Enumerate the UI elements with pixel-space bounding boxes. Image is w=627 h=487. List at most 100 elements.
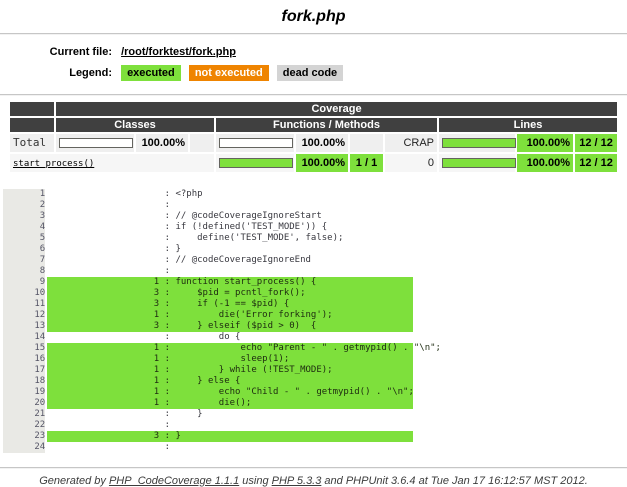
- legend-not-executed-badge: not executed: [188, 65, 269, 82]
- code-content-executed: 1 : die('Error forking');: [47, 309, 413, 321]
- line-number: 24: [3, 441, 48, 453]
- line-number: 8: [3, 265, 48, 277]
- code-line: 2 :: [3, 199, 413, 211]
- method-functions-percent: 100.00%: [296, 153, 348, 172]
- legend-executed-badge: executed: [121, 65, 181, 82]
- total-functions-num: [350, 133, 383, 152]
- group-classes: Classes: [56, 117, 214, 132]
- method-functions-num: 1 / 1: [350, 153, 383, 172]
- group-lines: Lines: [439, 117, 618, 132]
- divider-legend: [0, 93, 627, 96]
- line-number: 2: [3, 199, 48, 211]
- phpcodecoverage-link[interactable]: PHP_CodeCoverage 1.1.1: [108, 474, 240, 487]
- code-content: : <?php: [159, 188, 203, 199]
- total-classes-bar-cell: [56, 133, 134, 152]
- current-file-link[interactable]: /root/forktest/fork.php: [121, 46, 236, 59]
- classes-progress-bar: [59, 137, 133, 148]
- execution-count: 1: [153, 353, 160, 364]
- code-line: 24 :: [3, 441, 413, 453]
- total-label: Total: [10, 133, 54, 152]
- line-number: 14: [3, 331, 48, 343]
- code-content-executed: 3 : $pid = pcntl_fork();: [47, 287, 413, 299]
- functions-progress-bar: [219, 137, 293, 148]
- code-line: 6 : }: [3, 243, 413, 255]
- current-file-row: Current file: /root/forktest/fork.php: [0, 45, 627, 60]
- code-content-executed: 3 : } elseif ($pid > 0) {: [47, 320, 413, 332]
- legend-label: Legend:: [69, 67, 112, 80]
- line-number: 10: [3, 287, 48, 299]
- method-functions-bar-cell: [216, 153, 294, 172]
- divider-footer: [0, 466, 627, 469]
- code-line: 22 :: [3, 419, 413, 431]
- code-content-executed: 1 : } while (!TEST_MODE);: [47, 364, 413, 376]
- total-classes-percent: 100.00%: [136, 133, 188, 152]
- total-lines-percent: 100.00%: [517, 133, 573, 152]
- line-number: 11: [3, 298, 48, 310]
- method-functions-progress-bar: [219, 157, 293, 168]
- execution-count: 1: [153, 386, 160, 397]
- method-lines-num: 12 / 12: [575, 153, 618, 172]
- total-classes-num: [190, 133, 214, 152]
- line-number: 6: [3, 243, 48, 255]
- total-functions-percent: 100.00%: [296, 133, 348, 152]
- divider-top: [0, 33, 627, 35]
- method-link[interactable]: start_process(): [13, 159, 95, 170]
- php-version-link[interactable]: PHP 5.3.3: [271, 474, 322, 487]
- code-line: 1 : <?php: [3, 188, 413, 200]
- code-content: :: [159, 441, 176, 452]
- code-content: :: [159, 265, 176, 276]
- info-block: Current file: /root/forktest/fork.php Le…: [0, 35, 627, 94]
- total-row: Total 100.00% 100.00% CRAP 100.00% 12 / …: [10, 133, 618, 152]
- execution-count: 1: [153, 276, 160, 287]
- code-line: 3 : // @codeCoverageIgnoreStart: [3, 210, 413, 222]
- execution-count: 1: [153, 309, 160, 320]
- code-content-executed: 1 : echo "Parent - " . getmypid() . "\n"…: [47, 342, 441, 354]
- code-content-executed: 1 : } else {: [47, 375, 413, 387]
- code-line: 4 : if (!defined('TEST_MODE')) {: [3, 221, 413, 233]
- code-content-executed: 3 : }: [47, 430, 413, 442]
- coverage-header-row: Coverage: [10, 101, 618, 116]
- line-number: 7: [3, 254, 48, 266]
- code-content: : }: [159, 243, 181, 254]
- code-content: : // @codeCoverageIgnoreEnd: [159, 254, 311, 265]
- line-number: 4: [3, 221, 48, 233]
- legend-row: Legend: executed not executed dead code: [0, 65, 627, 82]
- line-number: 17: [3, 364, 48, 376]
- coverage-group-row: Classes Functions / Methods Lines: [10, 117, 618, 132]
- line-number: 1: [3, 188, 48, 200]
- method-crap-value: 0: [385, 153, 437, 172]
- method-lines-percent: 100.00%: [517, 153, 573, 172]
- code-content-executed: 1 : function start_process() {: [47, 276, 413, 288]
- legend-dead-code-badge: dead code: [276, 65, 344, 82]
- line-number: 18: [3, 375, 48, 387]
- line-number: 5: [3, 232, 48, 244]
- line-number: 21: [3, 408, 48, 420]
- method-lines-progress-bar: [442, 157, 516, 168]
- code-content: : // @codeCoverageIgnoreStart: [159, 210, 322, 221]
- crap-column-label: CRAP: [385, 133, 437, 152]
- group-functions: Functions / Methods: [216, 117, 437, 132]
- current-file-label: Current file:: [49, 46, 112, 58]
- method-name-cell: start_process(): [10, 153, 214, 172]
- code-content: :: [159, 199, 176, 210]
- code-line: 21 : }: [3, 408, 413, 420]
- line-number: 23: [3, 430, 48, 442]
- code-content-executed: 1 : sleep(1);: [47, 353, 413, 365]
- execution-count: 1: [153, 342, 160, 353]
- line-number: 19: [3, 386, 48, 398]
- execution-count: 1: [153, 375, 160, 386]
- code-content-executed: 1 : die();: [47, 397, 413, 409]
- line-number: 13: [3, 320, 48, 332]
- execution-count: 3: [153, 287, 160, 298]
- execution-count: 3: [153, 430, 160, 441]
- line-number: 22: [3, 419, 48, 431]
